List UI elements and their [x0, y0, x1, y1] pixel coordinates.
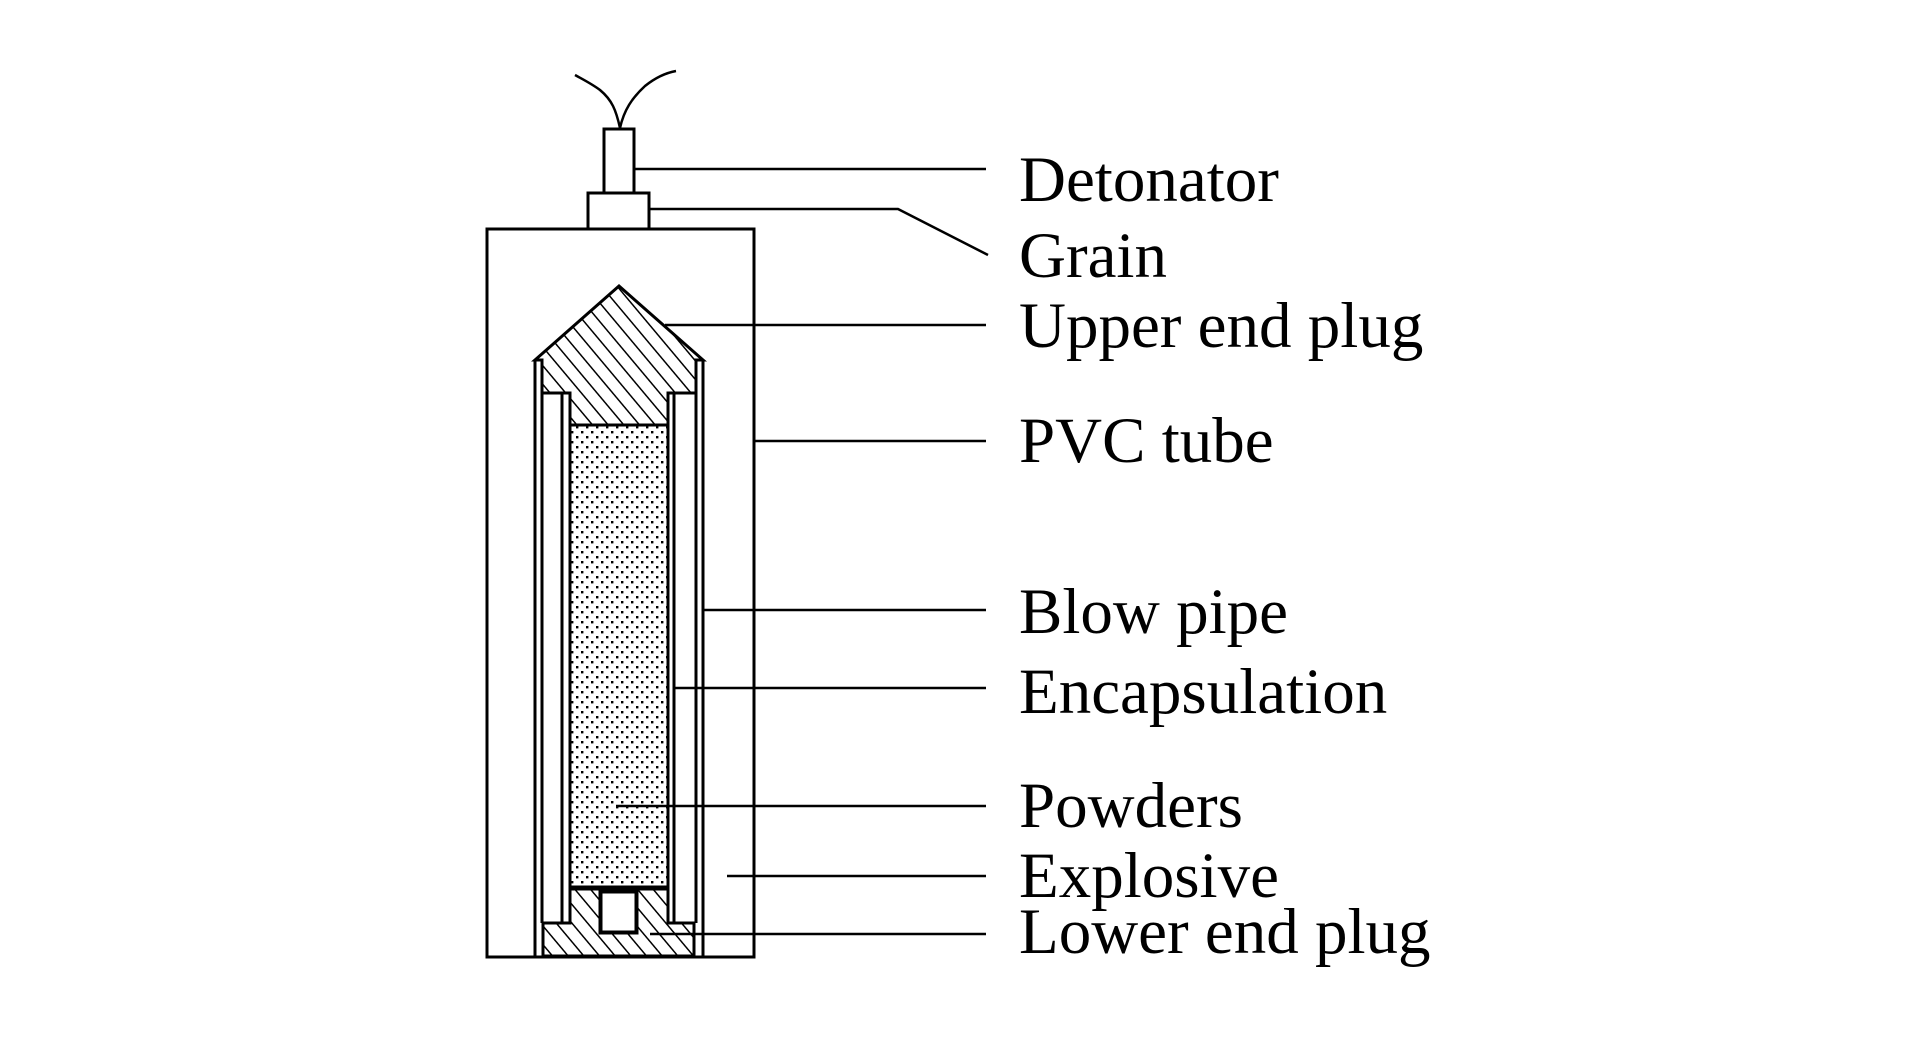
label-lower-end-plug: Lower end plug: [1019, 896, 1431, 968]
label-pvc-tube: PVC tube: [1019, 405, 1274, 477]
label-encapsulation: Encapsulation: [1019, 656, 1387, 728]
label-powders: Powders: [1019, 770, 1243, 842]
label-explosive: Explosive: [1019, 840, 1279, 912]
encapsulation-shape: [560, 393, 676, 923]
label-grain: Grain: [1019, 220, 1167, 292]
label-blow-pipe: Blow pipe: [1019, 576, 1288, 648]
label-detonator: Detonator: [1019, 144, 1279, 216]
leader-grain: [649, 207, 989, 257]
blow-pipe-shape: [533, 360, 705, 957]
powders-shape: [571, 426, 667, 887]
grain-shape: [586, 191, 651, 231]
leader-lines: [616, 167, 989, 936]
label-upper-end-plug: Upper end plug: [1019, 290, 1423, 362]
upper-end-plug-shape: [531, 284, 707, 427]
labels: Detonator Grain Upper end plug PVC tube …: [1019, 144, 1431, 968]
lower-plug-cavity: [599, 890, 638, 934]
detonator-shape: [602, 127, 636, 195]
detonator-wires: [574, 69, 677, 129]
